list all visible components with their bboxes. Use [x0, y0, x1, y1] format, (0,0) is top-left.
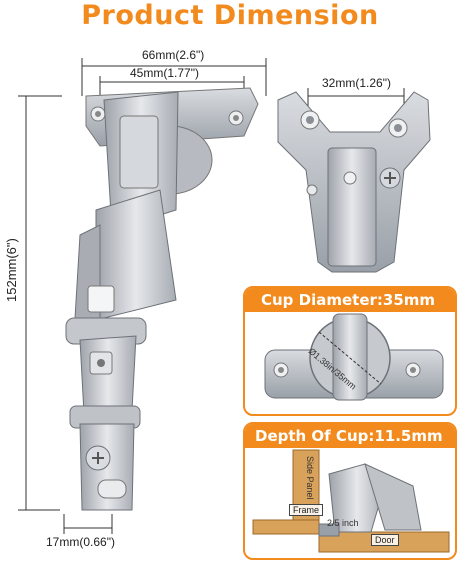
bottom-dimension-line [63, 514, 113, 534]
hole-spacing-label: 45mm(1.77") [130, 66, 199, 80]
height-label: 152mm(6") [4, 238, 19, 302]
plate-spacing-label: 32mm(1.26") [322, 76, 391, 90]
top-dimension-lines [81, 58, 267, 106]
hinge-body [65, 87, 259, 511]
door-label: Door [371, 534, 399, 546]
cup-diameter-header [245, 288, 455, 312]
height-dimension-line [18, 95, 62, 511]
arm-width-label: 17mm(0.66") [46, 535, 115, 549]
cup-diameter-panel: Cup Diameter:35mm Ø1.38in/35mm [243, 286, 457, 416]
frame-label: Frame [289, 504, 324, 516]
cup-depth-heading: Depth Of Cup:11.5mm [255, 427, 443, 445]
mounting-plate [277, 88, 431, 273]
cup-depth-panel: Depth Of Cup:11.5mm Side Panel Frame 2/5… [243, 422, 457, 560]
gap-label: 2/5 inch [327, 518, 359, 528]
cup-depth-header [245, 424, 455, 448]
cup-depth-illustration [252, 449, 450, 553]
cup-diameter-heading: Cup Diameter:35mm [261, 291, 436, 309]
page-title: Product Dimension [81, 0, 379, 31]
cup-diameter-illustration [264, 313, 444, 401]
outer-width-label: 66mm(2.6") [142, 48, 205, 62]
side-panel-label: Side Panel [305, 456, 315, 500]
